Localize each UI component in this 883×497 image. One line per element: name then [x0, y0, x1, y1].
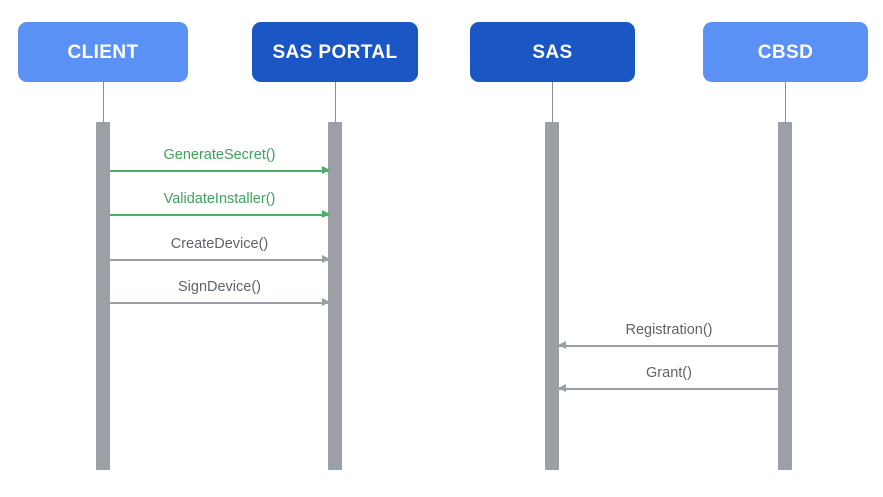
message-label: Registration(): [625, 322, 713, 339]
actor-label-cbsd: CBSD: [757, 41, 814, 63]
message-line: [110, 170, 329, 172]
message-label: ValidateInstaller(): [163, 191, 276, 208]
arrowhead-icon: [322, 166, 330, 175]
actor-box-sas-portal[interactable]: SAS PORTAL: [252, 22, 418, 82]
actor-label-sas: SAS: [532, 41, 573, 63]
message-line: [559, 345, 779, 347]
actor-box-sas[interactable]: SAS: [470, 22, 635, 82]
arrowhead-icon: [558, 341, 566, 350]
message-line: [110, 259, 329, 261]
activation-bar-sas: [545, 122, 559, 470]
actor-box-cbsd[interactable]: CBSD: [703, 22, 868, 82]
actor-label-sas-portal: SAS PORTAL: [272, 41, 398, 63]
lifeline-stem-cbsd: [785, 82, 786, 122]
lifeline-stem-sas-portal: [335, 82, 336, 122]
activation-bar-cbsd: [778, 122, 792, 470]
message-label: SignDevice(): [178, 279, 261, 296]
message-label: Grant(): [646, 365, 692, 382]
arrowhead-icon: [322, 210, 330, 219]
actor-box-client[interactable]: CLIENT: [18, 22, 188, 82]
message-label: GenerateSecret(): [163, 147, 276, 164]
lifeline-stem-sas: [552, 82, 553, 122]
message-line: [110, 214, 329, 216]
actor-label-client: CLIENT: [67, 41, 139, 63]
arrowhead-icon: [558, 384, 566, 393]
message-line: [110, 302, 329, 304]
activation-bar-sas-portal: [328, 122, 342, 470]
message-line: [559, 388, 779, 390]
arrowhead-icon: [322, 255, 330, 264]
arrowhead-icon: [322, 298, 330, 307]
message-label: CreateDevice(): [170, 236, 269, 253]
activation-bar-client: [96, 122, 110, 470]
lifeline-stem-client: [103, 82, 104, 122]
